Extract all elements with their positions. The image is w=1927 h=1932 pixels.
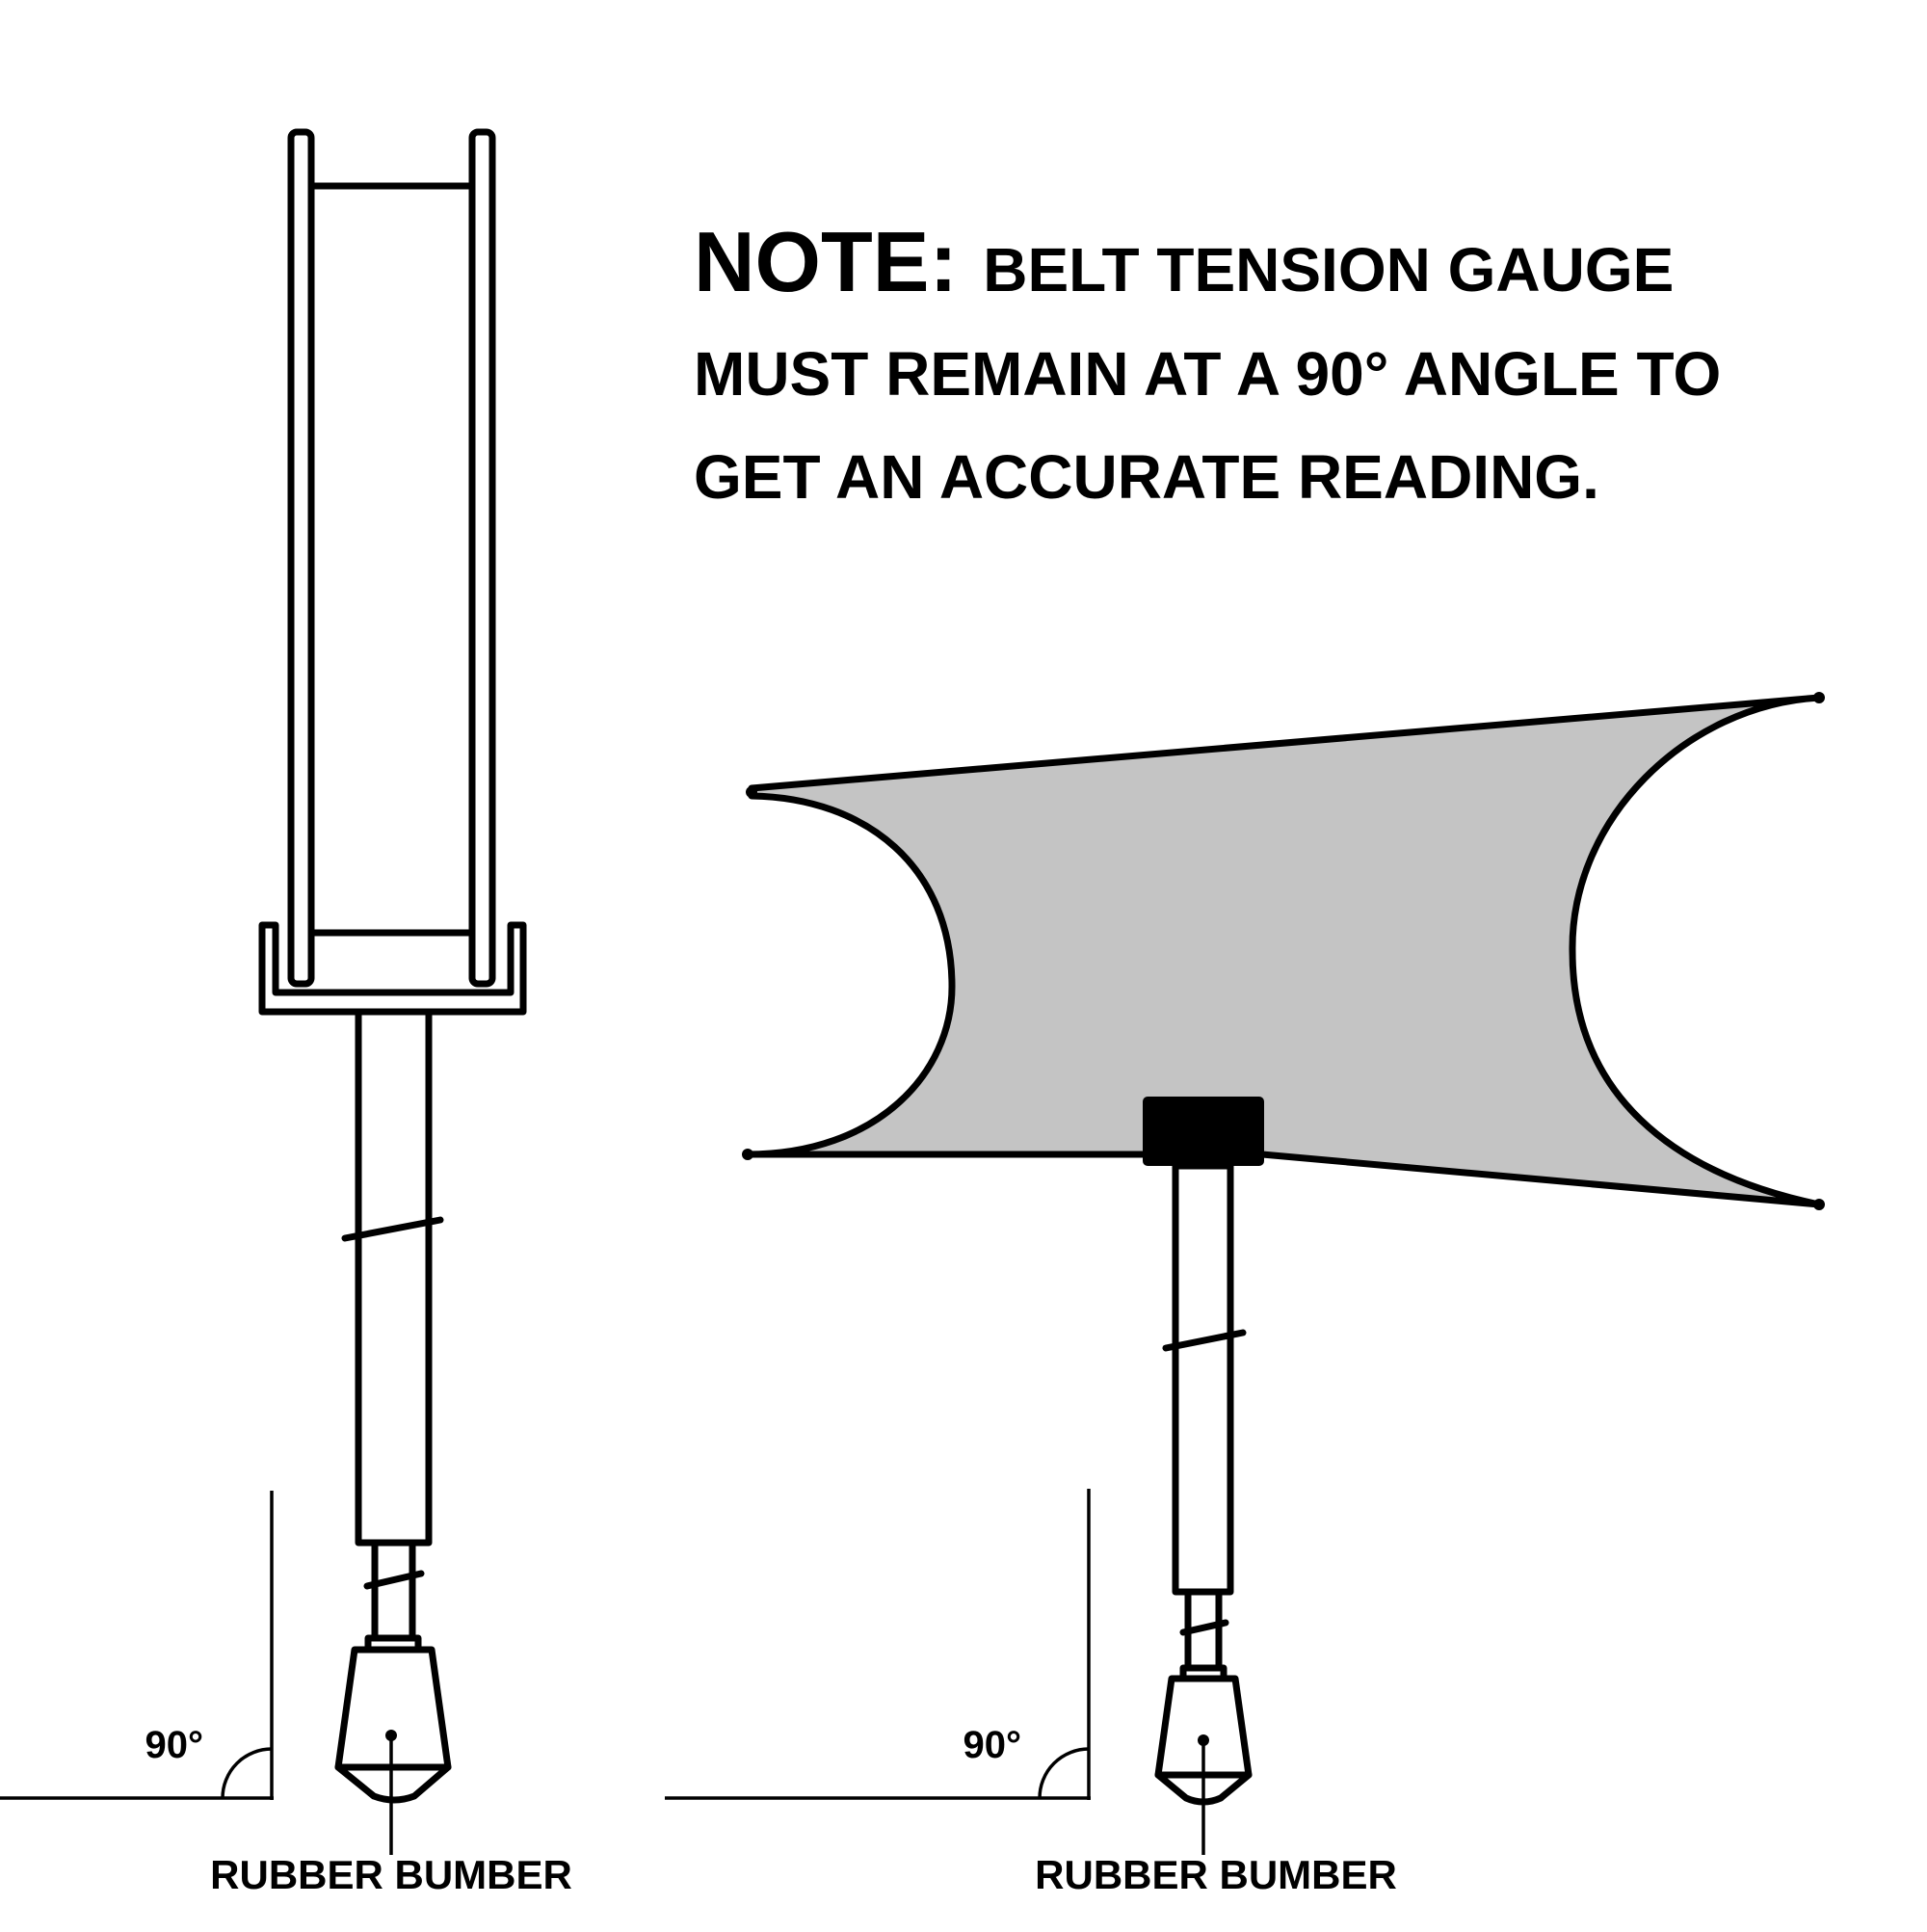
note-text-block: NOTE: BELT TENSION GAUGE MUST REMAIN AT … bbox=[694, 214, 1721, 512]
callout-label: RUBBER BUMBER bbox=[1035, 1852, 1397, 1897]
note-line-3: GET AN ACCURATE READING. bbox=[694, 442, 1599, 512]
belt-outline bbox=[748, 694, 1823, 1208]
angle-label: 90° bbox=[964, 1724, 1022, 1766]
note-line-1: BELT TENSION GAUGE bbox=[983, 235, 1674, 304]
rubber-bumper bbox=[1154, 1675, 1253, 1855]
note-line-2: MUST REMAIN AT A 90° ANGLE TO bbox=[694, 339, 1721, 409]
pulley-side-view bbox=[287, 128, 496, 988]
note-heading: NOTE: bbox=[694, 214, 958, 309]
gauge-barrel bbox=[1172, 1162, 1234, 1596]
right-angle-marker bbox=[665, 1489, 1091, 1800]
callout-label: RUBBER BUMBER bbox=[210, 1852, 572, 1897]
gauge-head-block bbox=[1143, 1097, 1264, 1166]
left-view: 90° RUBBER BUMBER bbox=[0, 128, 572, 1897]
gauge-barrel bbox=[355, 1008, 433, 1547]
rubber-bumper bbox=[334, 1646, 452, 1855]
svg-text:NOTE: BELT TENSION GAUGE: NOTE: BELT TENSION GAUGE bbox=[694, 214, 1674, 309]
gauge-head-bracket bbox=[258, 921, 527, 1016]
belt-shape bbox=[748, 698, 1819, 1204]
angle-label: 90° bbox=[145, 1724, 204, 1766]
right-angle-marker bbox=[0, 1491, 274, 1800]
right-view: 90° RUBBER BUMBER bbox=[665, 692, 1825, 1897]
gauge-plunger bbox=[371, 1539, 416, 1643]
